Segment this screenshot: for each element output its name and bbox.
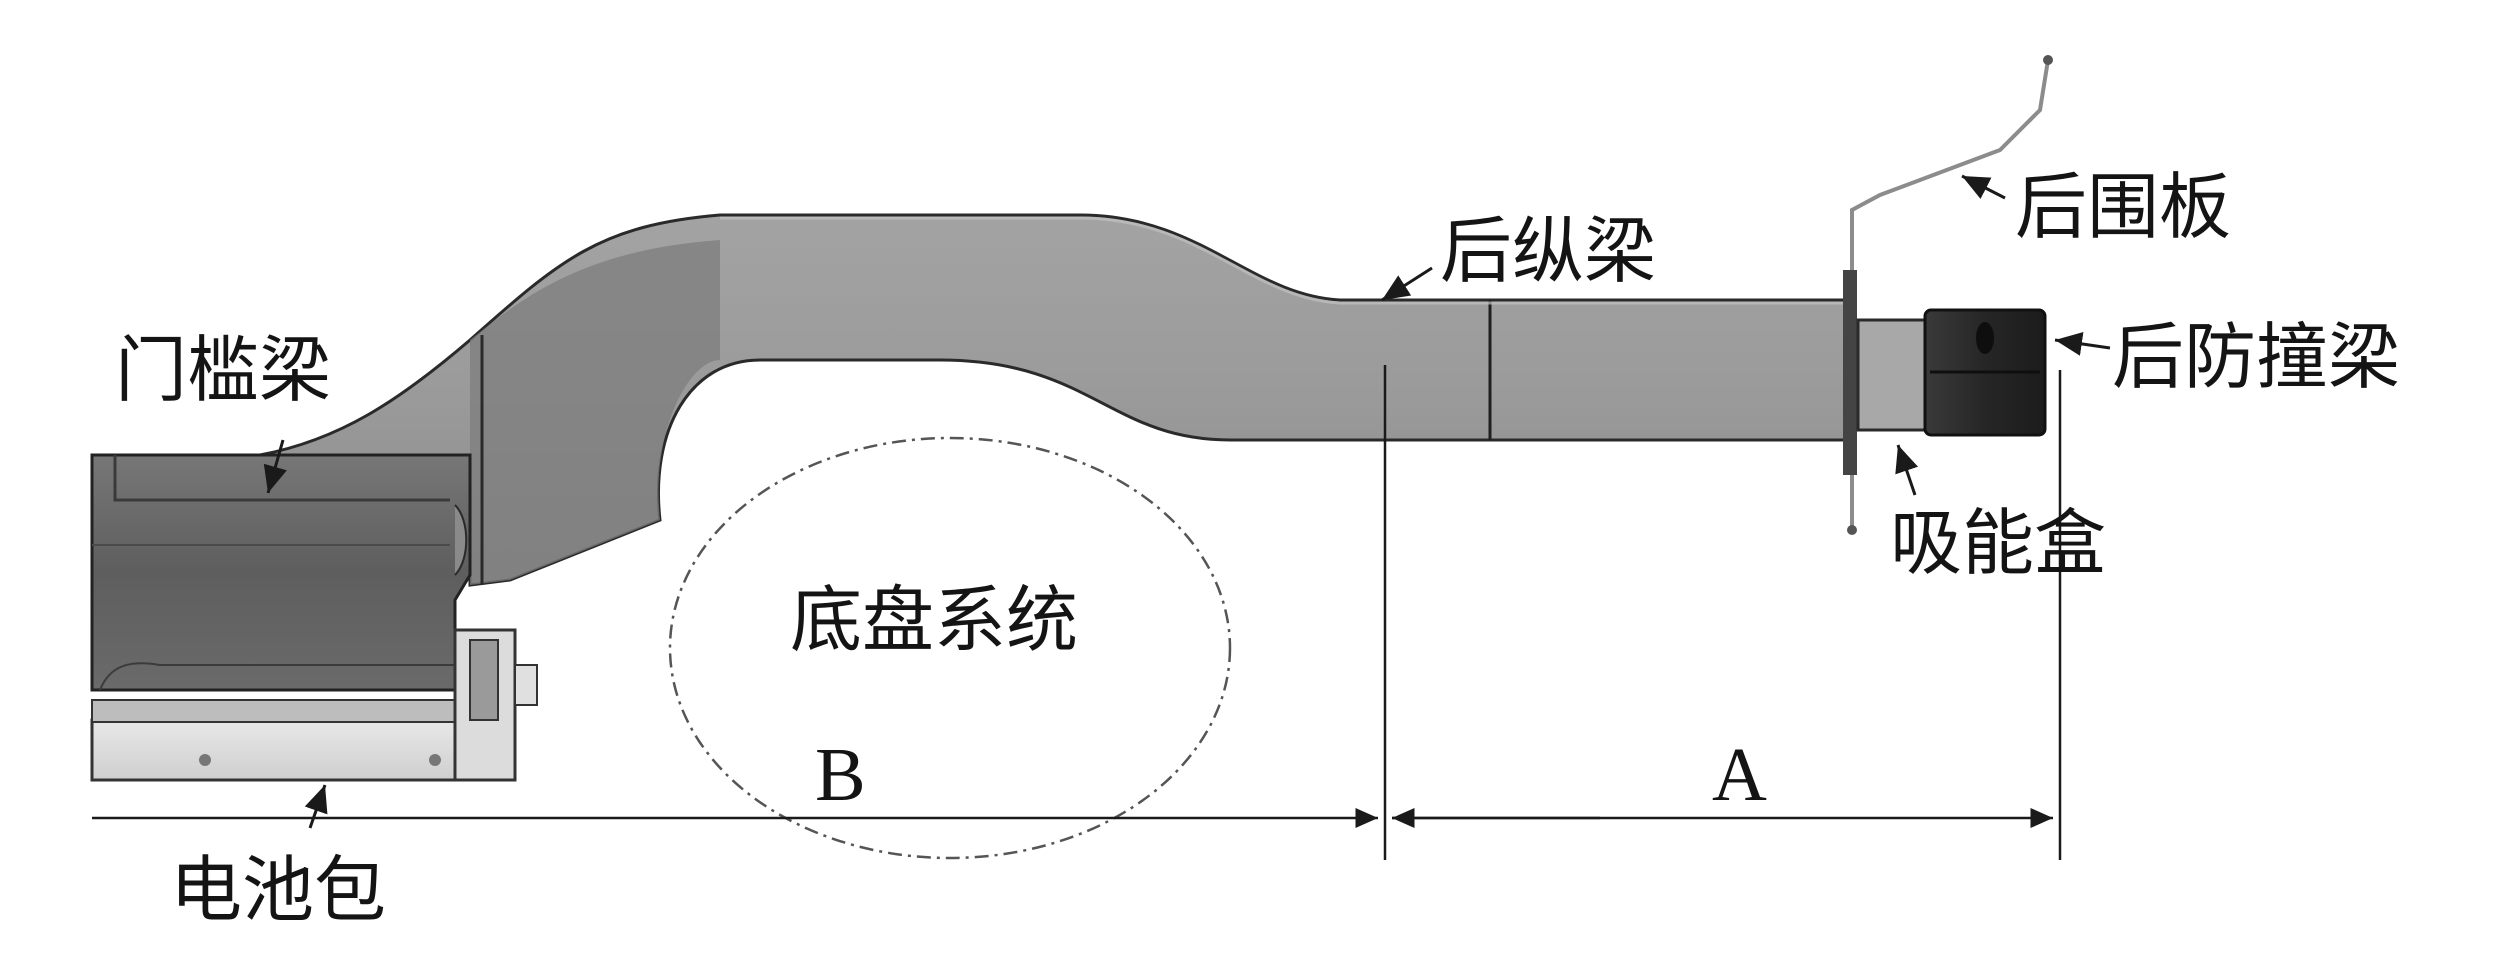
leader-rear-bumper-beam — [2054, 332, 2111, 356]
label-chassis-system: 底盘系统 — [790, 578, 1078, 662]
leader-sill-beam — [263, 439, 287, 494]
crash-box — [1856, 318, 1930, 432]
battery-pack — [90, 628, 538, 782]
label-dimension-b: B — [815, 733, 866, 817]
leader-crash-box — [1895, 444, 1919, 496]
chassis-system-outline — [668, 436, 1232, 860]
battery-pack-body — [90, 718, 514, 782]
rear-bumper-beam — [1923, 308, 2047, 437]
rear-panel — [1843, 55, 2053, 535]
label-rear-bumper-beam: 后防撞梁 — [2112, 315, 2400, 399]
label-rear-panel: 后围板 — [2015, 165, 2231, 249]
label-rear-rail: 后纵梁 — [1440, 209, 1656, 293]
leader-rear-panel — [1961, 174, 2006, 200]
rear-rail-side-face — [470, 240, 720, 585]
sill-beam-body — [90, 453, 472, 692]
rear-panel-line — [1850, 59, 2050, 530]
label-crash-box: 吸能盒 — [1890, 501, 2106, 585]
label-dimension-a: A — [1712, 733, 1767, 817]
sill-beam — [90, 453, 472, 692]
leader-battery-pack — [304, 784, 328, 829]
leader-arrows — [263, 174, 2111, 829]
dimension-lines — [92, 365, 2062, 860]
label-sill-beam: 门槛梁 — [115, 328, 331, 412]
label-battery-pack: 电池包 — [170, 848, 386, 932]
rear-rail — [115, 213, 1852, 587]
leader-rear-rail — [1381, 266, 1433, 302]
